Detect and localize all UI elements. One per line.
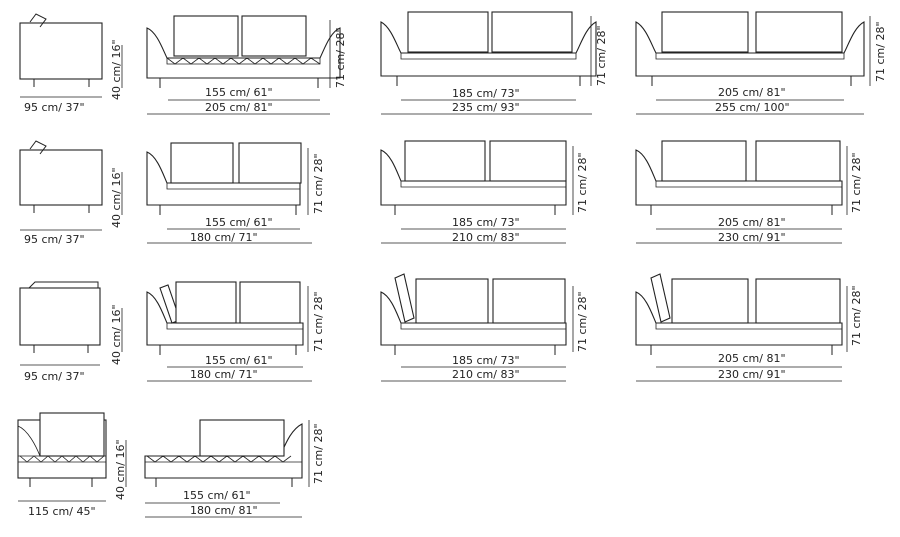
side-view-row-4: 115 cm/ 45" 40 cm/ 16" <box>17 412 127 518</box>
back-cushion <box>239 281 301 324</box>
back-cushion <box>404 140 486 182</box>
back-cushion <box>755 11 843 53</box>
total-width-label: 230 cm/ 91" <box>718 231 786 244</box>
seat-height-label: 40 cm/ 16" <box>110 304 123 365</box>
seat-base <box>400 181 566 188</box>
sofa-row-3-b: 185 cm/ 73" 210 cm/ 83" 71 cm/ 28" <box>380 273 589 382</box>
seat-height-label: 40 cm/ 16" <box>110 167 123 228</box>
back-cushion <box>238 142 302 184</box>
side-arm-curve <box>17 425 41 457</box>
seat-width-label: 205 cm/ 81" <box>718 86 786 99</box>
height-label: 71 cm/ 28" <box>576 152 589 213</box>
height-label: 71 cm/ 28" <box>312 423 325 484</box>
sofa-row-3-a: 155 cm/ 61" 180 cm/ 71" 71 cm/ 28" <box>146 281 325 382</box>
height-label: 71 cm/ 28" <box>576 291 589 352</box>
back-cushion <box>241 15 307 57</box>
back-cushion <box>199 419 285 457</box>
side-back-cushion <box>39 412 105 457</box>
total-width-label: 210 cm/ 83" <box>452 368 520 381</box>
seat-base <box>655 181 842 188</box>
height-label: 71 cm/ 28" <box>312 153 325 214</box>
back-cushion <box>492 278 566 324</box>
back-cushion <box>407 11 489 53</box>
depth-label: 95 cm/ 37" <box>24 101 85 114</box>
back-cushion <box>661 11 749 53</box>
side-seat-pattern <box>19 455 105 463</box>
total-width-label: 180 cm/ 71" <box>190 368 258 381</box>
seat-width-label: 205 cm/ 81" <box>718 352 786 365</box>
sofa-row-2-a: 155 cm/ 61" 180 cm/ 71" 71 cm/ 28" <box>146 142 325 244</box>
total-width-label: 210 cm/ 83" <box>452 231 520 244</box>
total-width-label: 205 cm/ 81" <box>205 101 273 114</box>
back-cushion <box>173 15 239 57</box>
seat-width-label: 155 cm/ 61" <box>205 354 273 367</box>
row-3: 95 cm/ 37" 40 cm/ 16" 155 cm/ 61" 180 cm… <box>19 273 863 383</box>
height-label: 71 cm/ 28" <box>312 291 325 352</box>
seat-width-label: 185 cm/ 73" <box>452 354 520 367</box>
sofa-row-2-c: 205 cm/ 81" 230 cm/ 91" 71 cm/ 28" <box>635 140 863 244</box>
seat-base <box>655 53 845 60</box>
armrest-cushion <box>650 273 671 323</box>
back-cushion <box>755 278 841 324</box>
side-view-row-2: 95 cm/ 37" 40 cm/ 16" <box>19 140 123 246</box>
seat-pattern <box>166 57 321 65</box>
seat-width-label: 155 cm/ 61" <box>205 86 273 99</box>
back-cushion <box>491 11 573 53</box>
sofa-row-3-c: 205 cm/ 81" 230 cm/ 91" 71 cm/ 28" <box>635 273 863 382</box>
height-label: 71 cm/ 28" <box>595 25 608 86</box>
back-cushion <box>415 278 489 324</box>
seat-height-label: 40 cm/ 16" <box>110 39 123 100</box>
total-width-label: 180 cm/ 81" <box>190 504 258 517</box>
side-cushion <box>28 281 99 289</box>
back-cushion <box>661 140 747 182</box>
sofa-row-1-b: 185 cm/ 73" 235 cm/ 93" 71 cm/ 28" <box>380 11 608 115</box>
seat-base <box>655 323 842 330</box>
row-2: 95 cm/ 37" 40 cm/ 16" 155 cm/ 61" 180 cm… <box>19 140 863 246</box>
seat-base <box>166 58 321 65</box>
side-body <box>19 22 103 80</box>
armrest-cushion <box>394 273 415 323</box>
back-cushion <box>671 278 749 324</box>
height-label: 71 cm/ 28" <box>334 27 347 88</box>
row-1: 95 cm/ 37" 40 cm/ 16" 155 cm/ 61" 205 cm… <box>19 11 887 115</box>
seat-base <box>166 323 303 330</box>
side-cushion <box>29 13 47 28</box>
row-4: 115 cm/ 45" 40 cm/ 16" 155 cm/ 61" 180 c… <box>17 412 325 518</box>
side-cushion <box>29 140 47 155</box>
back-cushion <box>175 281 237 324</box>
height-label: 71 cm/ 28" <box>850 285 863 346</box>
seat-base <box>400 323 566 330</box>
seat-width-label: 185 cm/ 73" <box>452 87 520 100</box>
seat-pattern <box>146 455 292 463</box>
total-width-label: 180 cm/ 71" <box>190 231 258 244</box>
back-cushion <box>170 142 234 184</box>
seat-width-label: 155 cm/ 61" <box>183 489 251 502</box>
side-view-row-1: 95 cm/ 37" 40 cm/ 16" <box>19 13 123 114</box>
sofa-row-1-a: 155 cm/ 61" 205 cm/ 81" 71 cm/ 28" <box>146 15 347 115</box>
back-cushion <box>755 140 841 182</box>
seat-base <box>400 53 577 60</box>
sofa-row-2-b: 185 cm/ 73" 210 cm/ 83" 71 cm/ 28" <box>380 140 589 244</box>
seat-base <box>166 183 300 190</box>
sofa-row-4-a: 155 cm/ 61" 180 cm/ 81" 71 cm/ 28" <box>144 419 325 518</box>
height-label: 71 cm/ 28" <box>874 21 887 82</box>
side-body <box>19 287 101 346</box>
seat-width-label: 185 cm/ 73" <box>452 216 520 229</box>
side-body <box>19 149 103 206</box>
seat-width-label: 205 cm/ 81" <box>718 216 786 229</box>
sofa-row-1-c: 205 cm/ 81" 255 cm/ 100" 71 cm/ 28" <box>635 11 887 115</box>
total-width-label: 230 cm/ 91" <box>718 368 786 381</box>
seat-width-label: 155 cm/ 61" <box>205 216 273 229</box>
total-width-label: 255 cm/ 100" <box>715 101 790 114</box>
side-view-row-3: 95 cm/ 37" 40 cm/ 16" <box>19 281 123 383</box>
total-width-label: 235 cm/ 93" <box>452 101 520 114</box>
depth-label: 95 cm/ 37" <box>24 370 85 383</box>
depth-label: 115 cm/ 45" <box>28 505 96 518</box>
back-cushion <box>489 140 567 182</box>
height-label: 71 cm/ 28" <box>850 152 863 213</box>
seat-height-label: 40 cm/ 16" <box>114 439 127 500</box>
depth-label: 95 cm/ 37" <box>24 233 85 246</box>
